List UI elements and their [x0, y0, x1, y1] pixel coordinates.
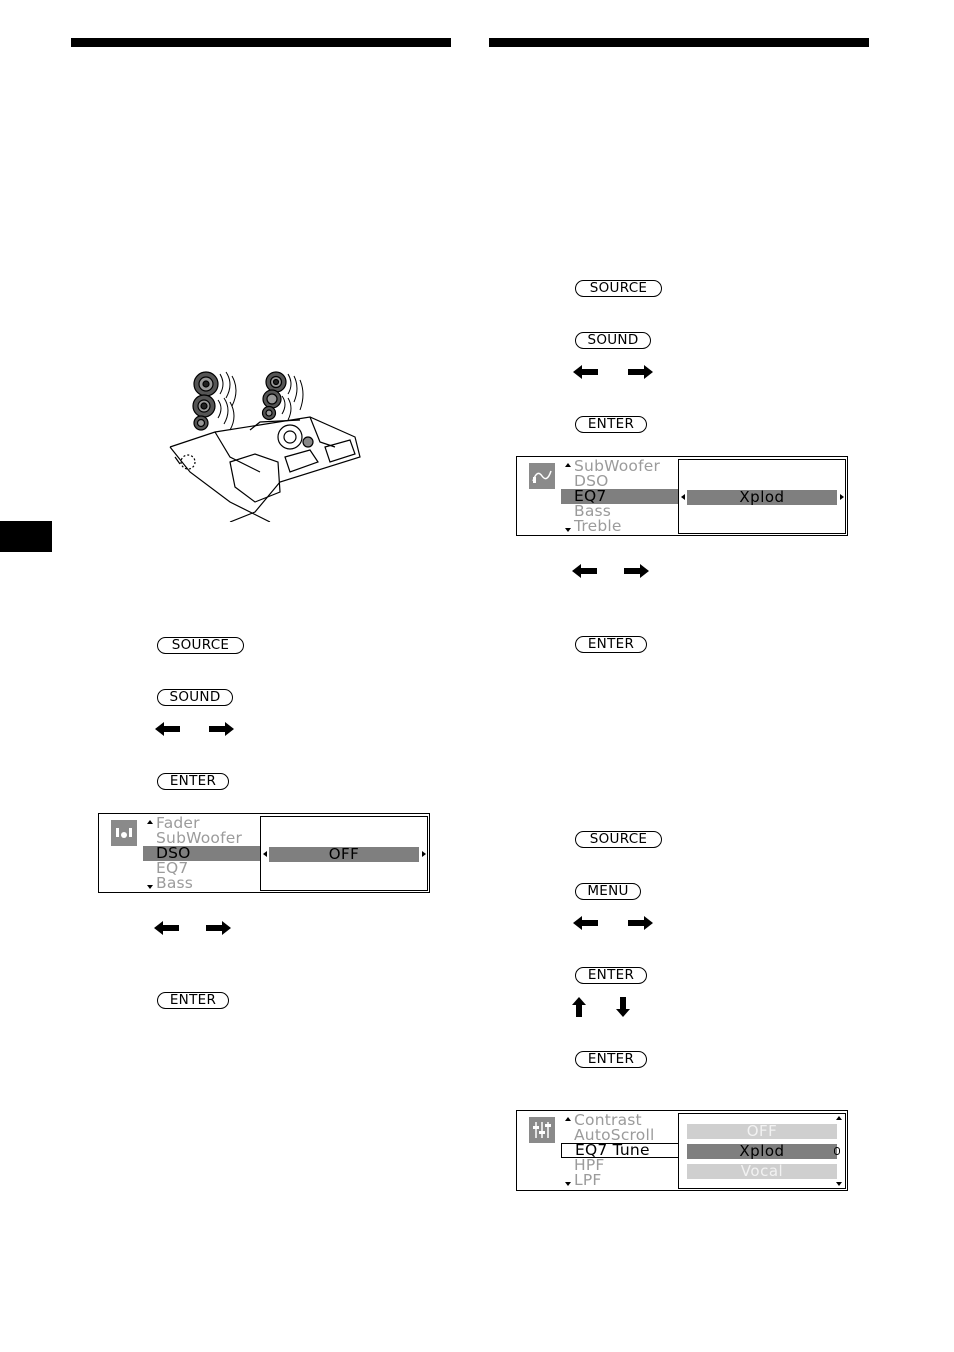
- car-speakers-illustration: [169, 371, 361, 522]
- down-arrow-icon: [616, 997, 630, 1017]
- right-arrow-icon: [628, 365, 653, 379]
- value-panel: Xplod: [678, 459, 846, 534]
- speaker-pair-icon: [111, 820, 137, 846]
- sound-menu-list: Fader SubWoofer DSO EQ7 Bass: [143, 814, 261, 892]
- selection-marker-icon: [834, 1147, 840, 1155]
- left-arrow-icon: [154, 921, 179, 935]
- scroll-up-icon: [147, 820, 153, 824]
- lcd-display-eq7-tune: Contrast AutoScroll EQ7 Tune HPF LPF OFF…: [516, 1110, 848, 1191]
- setup-menu-list: Contrast AutoScroll EQ7 Tune HPF LPF: [561, 1111, 679, 1189]
- menu-button[interactable]: MENU: [575, 883, 641, 900]
- section-tab: [0, 521, 52, 552]
- enter-button[interactable]: ENTER: [575, 1051, 647, 1068]
- menu-item-hpf[interactable]: HPF: [574, 1156, 605, 1174]
- right-header-rule: [489, 38, 869, 47]
- source-button[interactable]: SOURCE: [575, 280, 662, 297]
- menu-item-eq7[interactable]: EQ7: [156, 859, 189, 877]
- enter-button[interactable]: ENTER: [575, 416, 647, 433]
- left-arrow-icon: [573, 916, 598, 930]
- eq-tune-icon: [529, 1117, 555, 1143]
- right-arrow-icon: [209, 722, 234, 736]
- left-arrow-icon: [155, 722, 180, 736]
- eq7-value: Xplod: [687, 490, 837, 505]
- scroll-up-icon[interactable]: [836, 1116, 842, 1120]
- lcd-display-dso: Fader SubWoofer DSO EQ7 Bass OFF: [98, 813, 430, 893]
- value-panel: OFF: [260, 816, 428, 891]
- right-arrow-icon: [628, 916, 653, 930]
- source-button[interactable]: SOURCE: [157, 637, 244, 654]
- left-arrow-icon: [573, 365, 598, 379]
- option-vocal[interactable]: Vocal: [687, 1164, 837, 1179]
- enter-button[interactable]: ENTER: [157, 773, 229, 790]
- menu-item-fader[interactable]: Fader: [156, 814, 200, 832]
- scroll-down-icon: [565, 1182, 571, 1186]
- eq-curve-icon: [529, 463, 555, 489]
- menu-item-autoscroll[interactable]: AutoScroll: [574, 1126, 655, 1144]
- menu-item-eq7[interactable]: EQ7: [561, 488, 679, 504]
- lcd-display-eq7: SubWoofer DSO EQ7 Bass Treble Xplod: [516, 456, 848, 536]
- left-header-rule: [71, 38, 451, 47]
- scroll-up-icon: [565, 1117, 571, 1121]
- dso-value: OFF: [269, 847, 419, 862]
- option-xplod[interactable]: Xplod: [687, 1144, 837, 1159]
- right-arrow-icon: [206, 921, 231, 935]
- value-right-icon[interactable]: [422, 851, 426, 857]
- scroll-up-icon: [565, 463, 571, 467]
- enter-button[interactable]: ENTER: [157, 992, 229, 1009]
- menu-item-contrast[interactable]: Contrast: [574, 1111, 642, 1129]
- menu-item-lpf[interactable]: LPF: [574, 1171, 602, 1189]
- scroll-down-icon: [565, 528, 571, 532]
- scroll-down-icon: [147, 885, 153, 889]
- option-off[interactable]: OFF: [687, 1124, 837, 1139]
- source-button[interactable]: SOURCE: [575, 831, 662, 848]
- menu-item-dso[interactable]: DSO: [143, 845, 261, 861]
- menu-item-treble[interactable]: Treble: [574, 517, 622, 535]
- menu-item-dso[interactable]: DSO: [574, 472, 609, 490]
- value-right-icon[interactable]: [840, 494, 844, 500]
- options-panel: OFF Xplod Vocal: [678, 1113, 846, 1189]
- enter-button[interactable]: ENTER: [575, 636, 647, 653]
- scroll-down-icon[interactable]: [836, 1182, 842, 1186]
- up-arrow-icon: [572, 997, 586, 1017]
- value-left-icon[interactable]: [681, 494, 685, 500]
- sound-menu-list: SubWoofer DSO EQ7 Bass Treble: [561, 457, 679, 535]
- value-left-icon[interactable]: [263, 851, 267, 857]
- menu-item-subwoofer[interactable]: SubWoofer: [156, 829, 243, 847]
- sound-button[interactable]: SOUND: [575, 332, 651, 349]
- left-arrow-icon: [572, 564, 597, 578]
- sound-button[interactable]: SOUND: [157, 689, 233, 706]
- menu-item-bass[interactable]: Bass: [574, 502, 612, 520]
- right-arrow-icon: [624, 564, 649, 578]
- menu-item-eq7-tune[interactable]: EQ7 Tune: [561, 1142, 679, 1158]
- enter-button[interactable]: ENTER: [575, 967, 647, 984]
- menu-item-bass[interactable]: Bass: [156, 874, 194, 892]
- menu-item-subwoofer[interactable]: SubWoofer: [574, 457, 661, 475]
